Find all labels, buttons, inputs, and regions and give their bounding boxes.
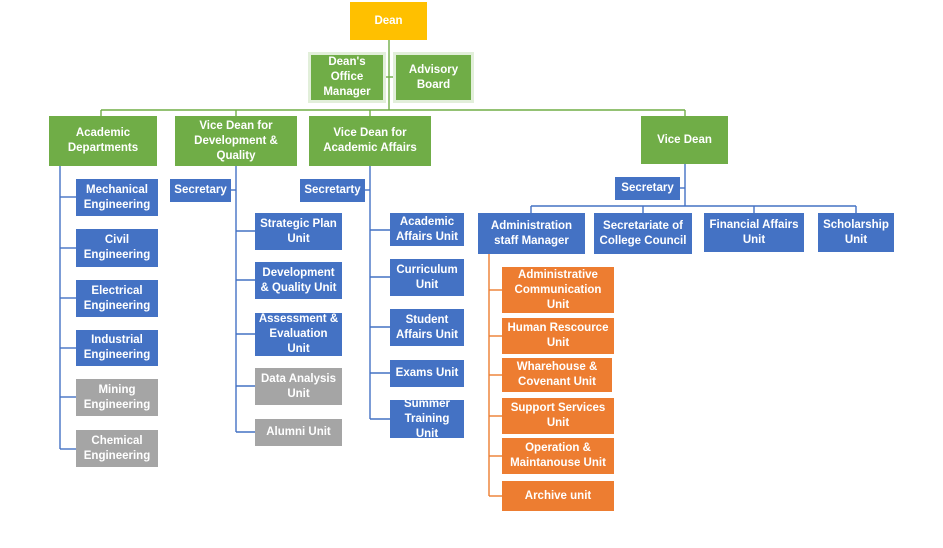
secretary-box: Secretarty — [300, 179, 365, 202]
department-item: Civil Engineering — [76, 229, 158, 267]
admin-unit-item: Support Services Unit — [502, 398, 614, 434]
advisory-board-box: Advisory Board — [393, 52, 474, 103]
vice-dean-academic-box: Vice Dean for Academic Affairs — [309, 116, 431, 166]
unit-item: Exams Unit — [390, 360, 464, 387]
admin-unit-item: Wharehouse & Covenant Unit — [502, 358, 612, 392]
college-council-secretariate-box: Secretariate of College Council — [594, 213, 692, 254]
department-item-inactive: Chemical Engineering — [76, 430, 158, 467]
secretary-box: Secretary — [615, 177, 680, 200]
admin-unit-item: Archive unit — [502, 481, 614, 511]
unit-item: Development & Quality Unit — [255, 262, 342, 299]
unit-item-inactive: Alumni Unit — [255, 419, 342, 446]
unit-item: Academic Affairs Unit — [390, 213, 464, 246]
department-item: Electrical Engineering — [76, 280, 158, 317]
unit-item: Strategic Plan Unit — [255, 213, 342, 250]
department-item-inactive: Mining Engineering — [76, 379, 158, 416]
vice-dean-development-box: Vice Dean for Development & Quality — [175, 116, 297, 166]
unit-item: Curriculum Unit — [390, 259, 464, 296]
unit-item: Student Affairs Unit — [390, 309, 464, 346]
office-manager-box: Dean's Office Manager — [308, 52, 386, 103]
department-item: Industrial Engineering — [76, 330, 158, 366]
administration-staff-manager-box: Administration staff Manager — [478, 213, 585, 254]
academic-departments-box: Academic Departments — [49, 116, 157, 166]
dean-box: Dean — [350, 2, 427, 40]
department-item: Mechanical Engineering — [76, 179, 158, 216]
vice-dean-box: Vice Dean — [641, 116, 728, 164]
admin-unit-item: Operation & Maintanouse Unit — [502, 438, 614, 474]
admin-unit-item: Administrative Communication Unit — [502, 267, 614, 313]
admin-unit-item: Human Rescource Unit — [502, 318, 614, 354]
secretary-box: Secretary — [170, 179, 231, 202]
financial-affairs-unit-box: Financial Affairs Unit — [704, 213, 804, 252]
scholarship-unit-box: Scholarship Unit — [818, 213, 894, 252]
unit-item: Summer Training Unit — [390, 398, 464, 440]
unit-item-inactive: Data Analysis Unit — [255, 368, 342, 405]
unit-item: Assessment & Evaluation Unit — [255, 313, 342, 356]
